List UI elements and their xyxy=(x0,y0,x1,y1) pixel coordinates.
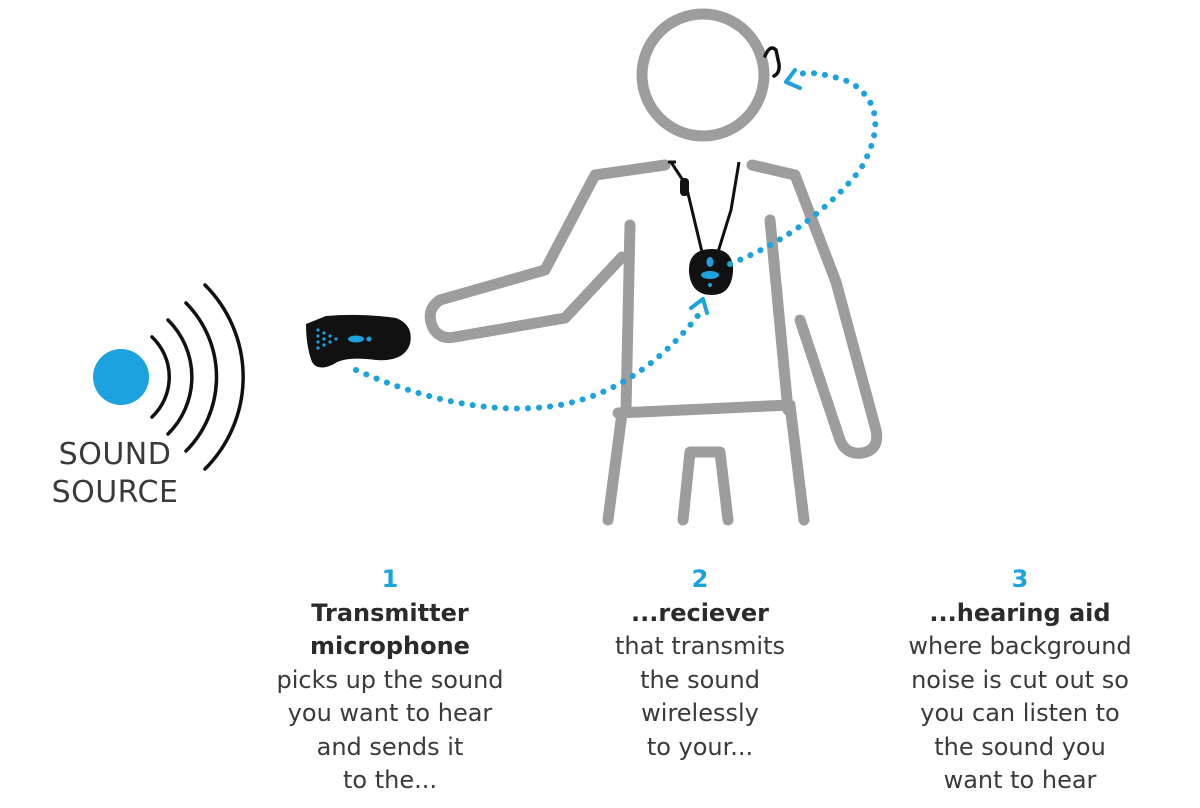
person-head xyxy=(636,8,770,142)
step-hearing-aid: 3 ...hearing aid where background noise … xyxy=(870,563,1170,798)
neck-cord xyxy=(668,160,741,253)
transmitter-microphone-icon xyxy=(306,314,411,368)
receiver-pendant-icon xyxy=(688,249,734,295)
sound-source-label-line2: SOURCE xyxy=(51,475,179,510)
arrow-icon xyxy=(689,68,802,315)
step-description: picks up the sound you want to hear and … xyxy=(276,665,504,795)
step-title: ...reciever xyxy=(631,598,769,627)
step-title: ...hearing aid xyxy=(929,598,1111,627)
sound-source-label-line1: SOUND xyxy=(58,437,172,472)
cord-clip xyxy=(680,178,689,196)
wireless-signal-path xyxy=(353,70,879,412)
person-figure xyxy=(424,8,883,526)
step-title: Transmitter microphone xyxy=(310,598,470,661)
step-description: that transmits the sound wirelessly to y… xyxy=(614,632,786,761)
sound-source-label: SOUND SOURCE xyxy=(20,436,210,512)
step-description: where background noise is cut out so you… xyxy=(908,632,1132,794)
sound-source-dot xyxy=(93,349,149,405)
step-receiver: 2 ...reciever that transmits the sound w… xyxy=(560,563,840,764)
step-number: 1 xyxy=(381,565,399,593)
sound-wave-icon xyxy=(150,283,245,471)
step-transmitter: 1 Transmitter microphone picks up the so… xyxy=(240,563,540,798)
step-number: 2 xyxy=(691,565,709,593)
step-number: 3 xyxy=(1011,565,1029,593)
hearing-aid-icon xyxy=(763,46,781,78)
